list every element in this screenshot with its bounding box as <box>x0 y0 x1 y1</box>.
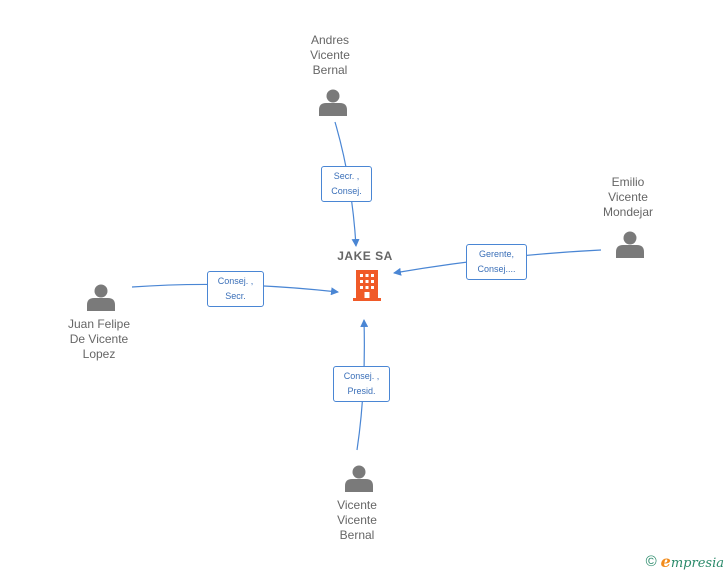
brand-logo: empresia <box>661 552 724 571</box>
person-name-juan[interactable]: Juan Felipe De Vicente Lopez <box>29 317 169 362</box>
person-name-andres[interactable]: Andres Vicente Bernal <box>260 33 400 78</box>
relation-role: Consej. <box>331 186 362 196</box>
name-line: Bernal <box>339 528 375 542</box>
name-line: Bernal <box>312 63 348 77</box>
relation-role: Secr. , <box>333 171 360 181</box>
person-icon[interactable] <box>345 465 373 493</box>
name-line: Emilio <box>611 175 645 189</box>
brand-initial: e <box>660 552 671 571</box>
relation-role: Secr. <box>225 291 246 301</box>
name-line: Vicente <box>337 513 377 527</box>
relation-label-andres[interactable]: Secr. , Consej. <box>321 166 372 202</box>
name-line: Vicente <box>608 190 648 204</box>
relation-role: Presid. <box>347 386 376 396</box>
relation-role: Consej. , <box>217 276 254 286</box>
name-line: Andres <box>310 33 350 47</box>
building-icon[interactable] <box>353 270 381 301</box>
name-line: Vicente <box>337 498 377 512</box>
name-line: Vicente <box>310 48 350 62</box>
person-name-emilio[interactable]: Emilio Vicente Mondejar <box>558 175 698 220</box>
name-line: Juan Felipe <box>67 317 131 331</box>
name-line: De Vicente <box>69 332 129 346</box>
relation-label-juan[interactable]: Consej. , Secr. <box>207 271 264 307</box>
name-line: Lopez <box>82 347 116 361</box>
relation-role: Consej.... <box>477 264 516 274</box>
relation-label-emilio[interactable]: Gerente, Consej.... <box>466 244 527 280</box>
name-line: Mondejar <box>602 205 654 219</box>
relation-label-vicente[interactable]: Consej. , Presid. <box>333 366 390 402</box>
relation-role: Gerente, <box>478 249 515 259</box>
person-name-vicente[interactable]: Vicente Vicente Bernal <box>287 498 427 543</box>
brand-footer[interactable]: © empresia <box>646 552 724 571</box>
person-icon[interactable] <box>87 284 115 312</box>
relation-role: Consej. , <box>343 371 380 381</box>
person-icon[interactable] <box>616 231 644 259</box>
person-icon[interactable] <box>319 89 347 117</box>
copyright-icon: © <box>645 553 657 570</box>
brand-name: mpresia <box>670 556 724 571</box>
company-name[interactable]: JAKE SA <box>337 249 393 263</box>
